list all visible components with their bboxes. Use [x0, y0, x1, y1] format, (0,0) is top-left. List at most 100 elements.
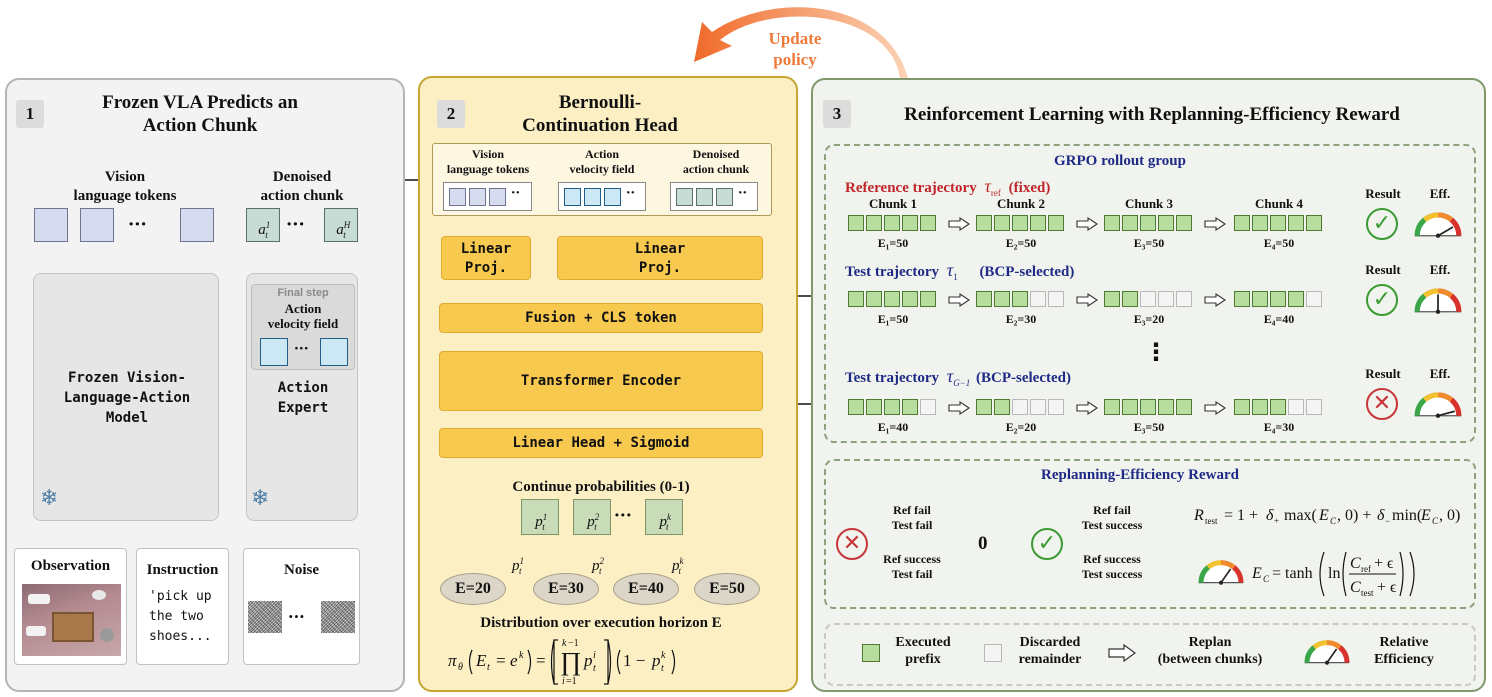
velocity-token — [260, 338, 288, 366]
svg-text:= 1 +: = 1 + — [1224, 507, 1258, 524]
chunk-blocks — [976, 398, 1066, 416]
discarded-block — [1176, 291, 1192, 307]
observation-image — [22, 584, 121, 656]
svg-text:=: = — [496, 651, 506, 670]
execution-horizon-label: E₂=30 — [1005, 312, 1037, 326]
legend — [824, 623, 1476, 686]
svg-text:R: R — [1193, 507, 1204, 524]
chunk-blocks — [1104, 290, 1194, 308]
snowflake-icon: ❄ — [251, 486, 270, 511]
chunk-blocks — [976, 290, 1066, 308]
svg-text:δ: δ — [1266, 507, 1274, 524]
executed-block — [848, 215, 864, 231]
executed-block — [866, 291, 882, 307]
executed-block — [1252, 291, 1268, 307]
legend-efficiency-gauge-icon — [1304, 640, 1350, 665]
eff-header: Eff. — [1429, 262, 1451, 277]
discarded-block — [1306, 399, 1322, 415]
linear-head-sigmoid-block: Linear Head + Sigmoid — [439, 428, 763, 458]
executed-block — [902, 291, 918, 307]
executed-block — [1176, 399, 1192, 415]
reward-section — [824, 459, 1476, 609]
svg-text:E: E — [1420, 507, 1431, 524]
executed-block — [1048, 215, 1064, 231]
chunk-blocks — [1234, 214, 1324, 232]
discarded-block — [1158, 291, 1174, 307]
efficiency-gauge-icon — [1414, 392, 1462, 418]
vision-token — [80, 208, 114, 242]
svg-text:−: − — [1385, 516, 1390, 526]
token-ellipsis: ··· — [128, 214, 147, 235]
executed-block — [976, 215, 992, 231]
grpo-label: GRPO rollout group — [1054, 153, 1186, 169]
prob-token-1: p1t — [521, 499, 559, 535]
continue-probabilities-label: Continue probabilities (0-1) — [512, 479, 690, 495]
transformer-encoder-block: Transformer Encoder — [439, 351, 763, 411]
fusion-cls-block: Fusion + CLS token — [439, 303, 763, 333]
executed-block — [994, 291, 1010, 307]
executed-block — [1104, 215, 1120, 231]
input-velocity-tokens: ·· — [558, 182, 646, 211]
discarded-block — [1306, 291, 1322, 307]
prob-token-2: p2t — [573, 499, 611, 535]
executed-block — [976, 291, 992, 307]
svg-text:ln: ln — [1328, 565, 1340, 582]
replan-arrow-icon — [1204, 292, 1226, 311]
velocity-token — [320, 338, 348, 366]
chunk-blocks — [848, 214, 938, 232]
replan-arrow-icon — [948, 216, 970, 235]
legend-executed-swatch — [862, 644, 880, 662]
horizon-node: E=20 — [440, 573, 506, 605]
svg-text:i: i — [562, 676, 565, 687]
replan-arrow-icon — [948, 292, 970, 311]
svg-text:C: C — [1263, 574, 1270, 584]
discarded-block — [1012, 399, 1028, 415]
failure-cross-icon: ✕ — [1366, 388, 1398, 420]
result-header: Result — [1365, 366, 1401, 381]
snowflake-icon: ❄ — [40, 486, 59, 511]
execution-horizon-label: E₄=30 — [1263, 420, 1295, 434]
executed-block — [848, 291, 864, 307]
replan-arrow-icon — [1076, 216, 1098, 235]
executed-block — [1158, 215, 1174, 231]
executed-block — [1252, 215, 1268, 231]
svg-text:max(: max( — [1284, 507, 1317, 524]
action-token-first: a1t — [246, 208, 280, 242]
legend-discarded-swatch — [984, 644, 1002, 662]
svg-text:E: E — [1318, 507, 1329, 524]
execution-horizon-label: E₁=50 — [877, 236, 909, 250]
distribution-label: Distribution over execution horizon E — [480, 615, 722, 631]
reference-trajectory-label: Reference trajectory τref (fixed) — [845, 176, 1051, 198]
chunk-label: Chunk 1 — [868, 196, 918, 211]
trajectory-vertical-ellipsis: ⋮ — [1144, 338, 1168, 366]
prob-ellipsis: ··· — [614, 506, 632, 526]
executed-block — [884, 291, 900, 307]
update-policy-arrow — [694, 7, 908, 79]
panel3-title: Reinforcement Learning with Replanning-E… — [904, 104, 1400, 125]
svg-text:, 0) +: , 0) + — [1337, 507, 1371, 524]
chunk-blocks — [848, 398, 938, 416]
replan-arrow-icon — [1108, 644, 1136, 662]
prob-token-k: pkt — [645, 499, 683, 535]
executed-block — [1234, 291, 1250, 307]
svg-text:p: p — [583, 651, 593, 670]
execution-horizon-label: E₂=20 — [1005, 420, 1037, 434]
reward-title: Replanning-Efficiency Reward — [1041, 467, 1239, 483]
success-check-icon: ✓ — [1031, 528, 1063, 560]
chunk-blocks — [1234, 398, 1324, 416]
executed-block — [1252, 399, 1268, 415]
executed-block — [902, 215, 918, 231]
svg-text:+ ϵ: + ϵ — [1374, 555, 1394, 572]
svg-text:C: C — [1350, 555, 1361, 572]
